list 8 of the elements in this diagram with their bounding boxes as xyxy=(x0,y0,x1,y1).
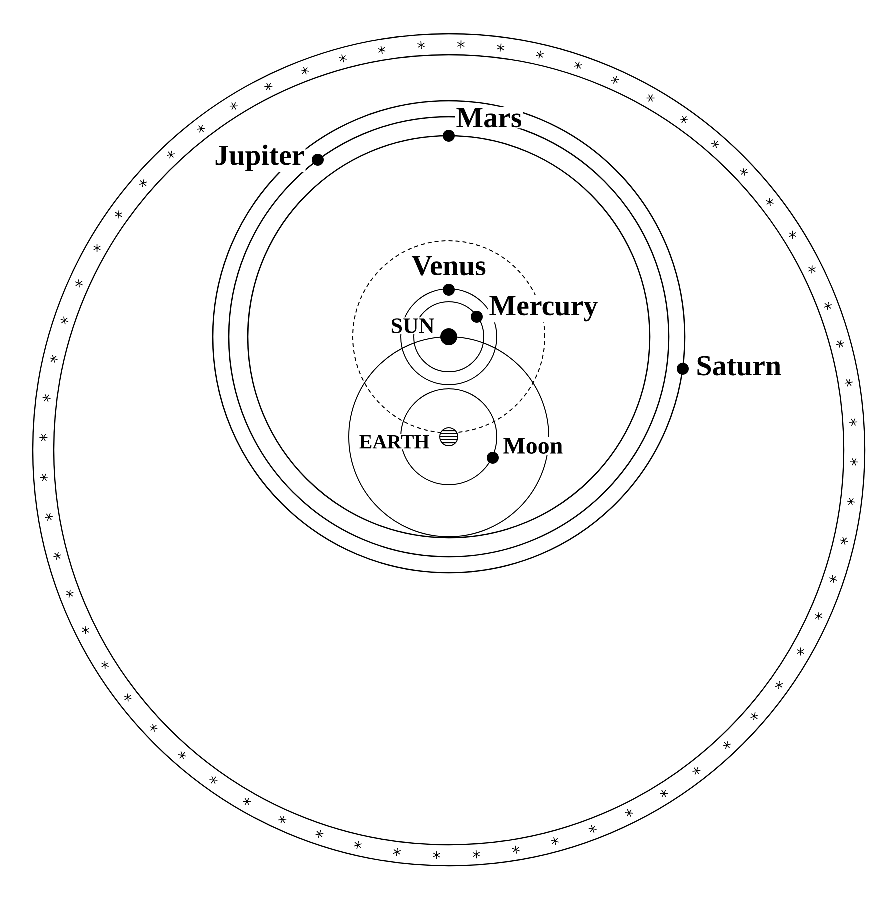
planet-label: Saturn xyxy=(695,355,783,377)
planet-label: Mars xyxy=(455,107,524,129)
planet-label: Moon xyxy=(502,437,564,455)
planet-label: EARTH xyxy=(358,434,431,450)
planet-label: SUN xyxy=(390,318,436,334)
planet-label: Mercury xyxy=(488,295,600,323)
planet-label: Venus xyxy=(410,255,488,277)
planet-label: Jupiter xyxy=(214,144,306,172)
